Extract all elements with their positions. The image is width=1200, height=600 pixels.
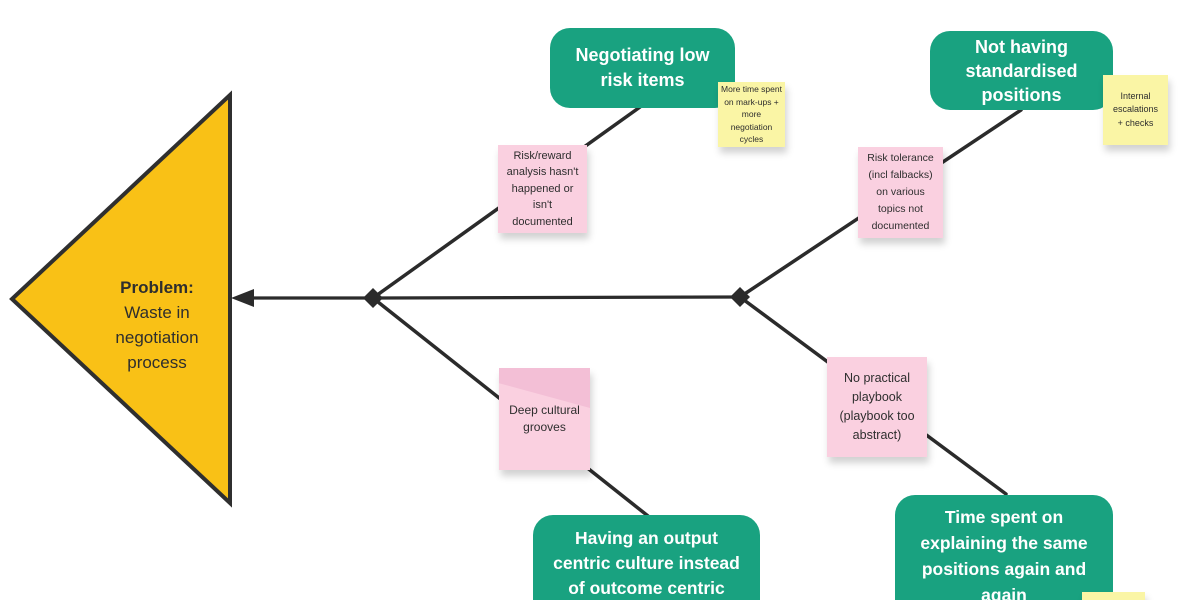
sticky-more-time-markups[interactable]: More time spent on mark-ups + more negot… bbox=[718, 82, 785, 147]
sticky-bottom-partial[interactable] bbox=[1082, 592, 1145, 600]
sticky-text: Risk tolerance (incl falbacks) on variou… bbox=[867, 152, 934, 232]
category-label: Having an output centric culture instead… bbox=[553, 528, 740, 598]
category-negotiating-low-risk[interactable]: Negotiating low risk items bbox=[550, 28, 735, 108]
problem-label[interactable]: Problem: Waste in negotiation process bbox=[93, 250, 221, 375]
spine-line bbox=[372, 295, 741, 300]
sticky-internal-escalations[interactable]: Internal escalations + checks bbox=[1103, 75, 1168, 145]
category-label: Negotiating low risk items bbox=[575, 45, 710, 90]
sticky-text: Deep cultural grooves bbox=[509, 402, 580, 435]
category-output-centric-culture[interactable]: Having an output centric culture instead… bbox=[533, 515, 760, 600]
category-standardised-positions[interactable]: Not having standardised positions bbox=[930, 31, 1113, 110]
spine-arrowhead bbox=[231, 289, 254, 307]
sticky-risk-tolerance[interactable]: Risk tolerance (incl falbacks) on variou… bbox=[858, 147, 943, 238]
sticky-text: No practical playbook (playbook too abst… bbox=[839, 371, 915, 442]
sticky-risk-reward[interactable]: Risk/reward analysis hasn't happened or … bbox=[498, 145, 587, 233]
sticky-text: More time spent on mark-ups + more negot… bbox=[721, 84, 782, 145]
category-label: Time spent on explaining the same positi… bbox=[920, 507, 1088, 600]
sticky-text: Risk/reward analysis hasn't happened or … bbox=[506, 149, 579, 228]
junction-diamond-left bbox=[363, 288, 383, 308]
junction-diamond-right bbox=[730, 287, 750, 307]
sticky-text: Internal escalations + checks bbox=[1112, 90, 1159, 128]
category-time-explaining[interactable]: Time spent on explaining the same positi… bbox=[895, 495, 1113, 600]
sticky-no-practical-playbook[interactable]: No practical playbook (playbook too abst… bbox=[827, 357, 927, 457]
sticky-cultural-grooves[interactable]: Deep cultural grooves bbox=[499, 368, 590, 470]
problem-triangle-shape[interactable] bbox=[9, 90, 232, 508]
problem-title: Problem: bbox=[120, 278, 194, 297]
problem-subtitle: Waste in negotiation process bbox=[115, 303, 199, 372]
category-label: Not having standardised positions bbox=[965, 36, 1078, 105]
